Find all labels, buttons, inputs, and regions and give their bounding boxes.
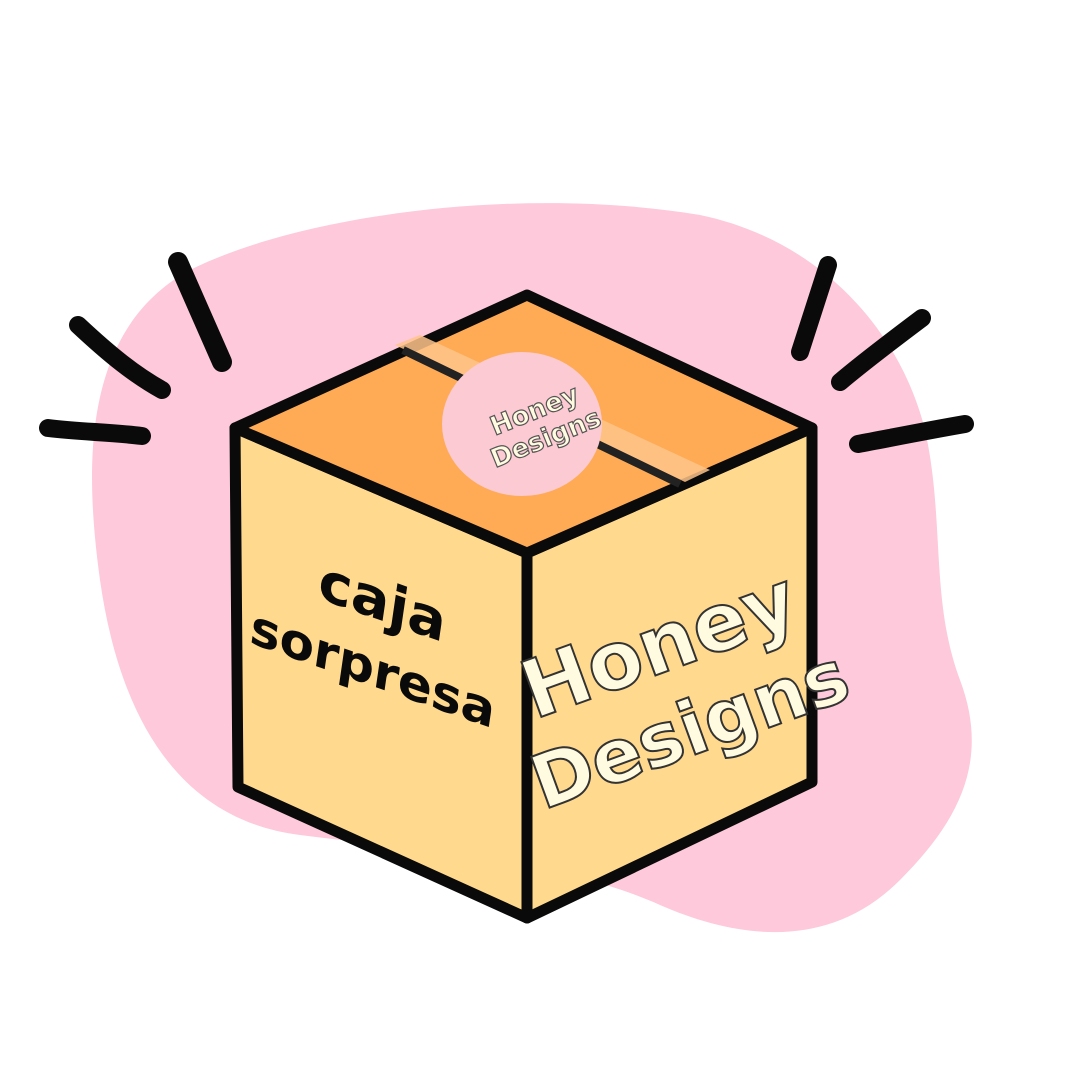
burst-lines-right [791, 256, 974, 453]
brand-sticker [442, 352, 602, 496]
burst-lines-left [39, 252, 232, 445]
